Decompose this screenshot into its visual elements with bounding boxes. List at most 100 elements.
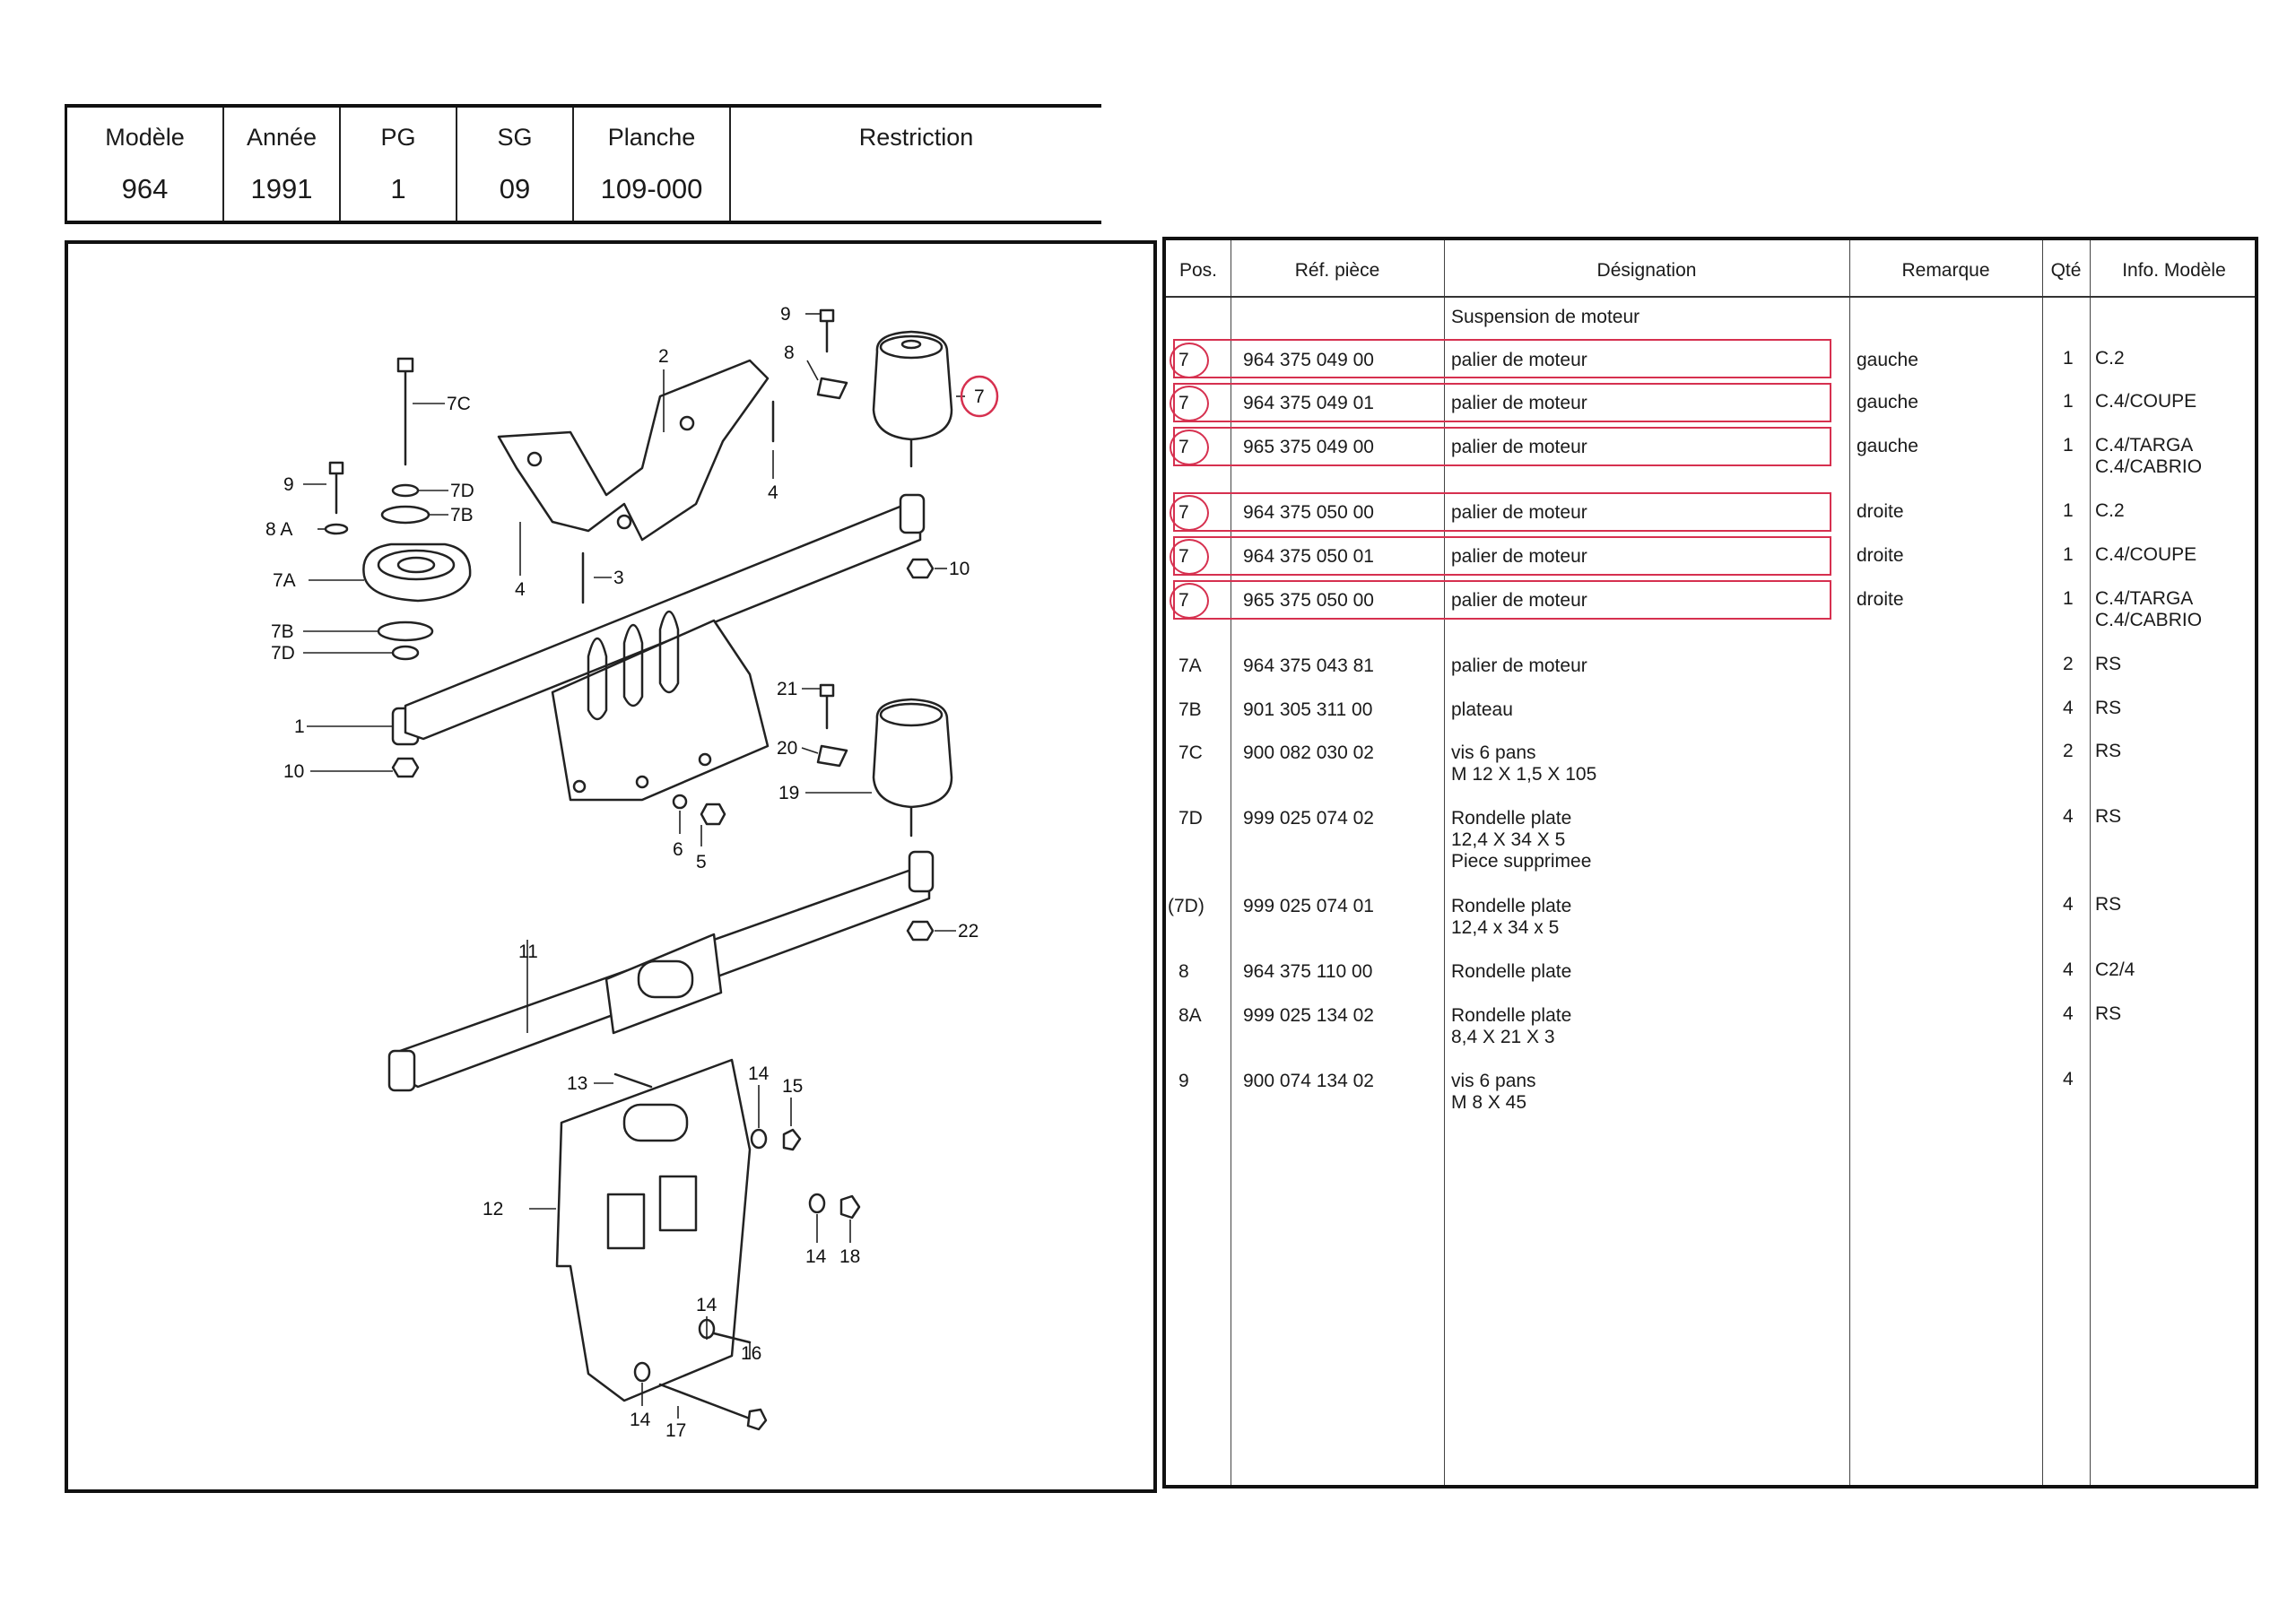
callout-label: 7B: [450, 505, 474, 525]
section-title: Suspension de moteur: [1451, 307, 1640, 327]
cell-designation: palier de moteur: [1451, 655, 1587, 676]
highlight-box-row: [1173, 339, 1831, 378]
cell-qte: 1: [2063, 588, 2074, 609]
header-value-sg: 09: [499, 173, 531, 204]
cell-designation: palier de moteur: [1451, 437, 1587, 457]
col-header-designation: Désignation: [1596, 260, 1697, 281]
col-header-remarque: Remarque: [1901, 260, 1990, 281]
cell-pos: 7C: [1178, 742, 1203, 763]
header-label-restriction: Restriction: [858, 124, 974, 151]
cell-ref: 964 375 049 01: [1243, 393, 1374, 413]
header-col-modele: Modèle 964: [67, 108, 224, 221]
cell-info: C.2: [2095, 500, 2125, 521]
cell-qte: 1: [2063, 391, 2074, 412]
callout-label: 7: [974, 386, 985, 407]
callout-label: 9: [780, 304, 791, 325]
parts-table: Pos. Réf. pièce Désignation Remarque Qté…: [1162, 237, 2258, 1488]
col-header-qte: Qté: [2050, 260, 2082, 281]
callout-label: 7A: [273, 570, 296, 591]
cell-designation: palier de moteur: [1451, 502, 1587, 523]
cell-qte: 1: [2063, 435, 2074, 456]
cell-qte: 1: [2063, 500, 2074, 521]
callout-label: 19: [778, 783, 799, 803]
cell-info: RS: [2095, 741, 2122, 761]
cell-info: C.4/COUPE: [2095, 391, 2197, 412]
callout-label: 1: [294, 716, 305, 737]
callout-label: 21: [777, 679, 797, 699]
cell-qte: 4: [2063, 894, 2074, 915]
cell-remarque: gauche: [1857, 392, 1918, 412]
diagram-drawing: 7C 9 7D 7B 8 A 7A 7B 7D 1 10 2 3 4 4 9 8…: [265, 304, 999, 1441]
callout-label: 14: [630, 1410, 651, 1430]
cell-info: RS: [2095, 806, 2122, 827]
header-label-sg: SG: [497, 124, 533, 151]
callout-label: 6: [673, 839, 683, 860]
header-label-annee: Année: [246, 124, 317, 151]
cell-pos: 8: [1178, 961, 1189, 982]
callout-label: 7B: [271, 621, 294, 642]
callout-label: 9: [283, 474, 294, 495]
highlight-box-row: [1173, 492, 1831, 532]
callout-label: 7D: [450, 481, 474, 501]
cell-designation: palier de moteur: [1451, 350, 1587, 370]
cell-ref: 900 074 134 02: [1243, 1071, 1374, 1091]
cell-designation: palier de moteur: [1451, 546, 1587, 567]
cell-designation: vis 6 pans M 12 X 1,5 X 105: [1451, 742, 1597, 785]
callout-label: 12: [483, 1199, 503, 1219]
callout-label: 17: [665, 1420, 686, 1441]
cell-ref: 901 305 311 00: [1243, 699, 1373, 720]
cell-pos: 7A: [1178, 655, 1202, 676]
cell-info: C.4/TARGA C.4/CABRIO: [2095, 435, 2203, 477]
cell-info: RS: [2095, 654, 2122, 674]
callout-label: 7C: [447, 394, 471, 414]
cell-qte: 1: [2063, 544, 2074, 565]
cell-ref: 965 375 050 00: [1243, 590, 1374, 611]
header-col-sg: SG 09: [457, 108, 574, 221]
cell-pos: (7D): [1168, 896, 1205, 916]
cell-ref: 999 025 074 01: [1243, 896, 1374, 916]
header-label-planche: Planche: [607, 124, 696, 151]
header-value-pg: 1: [390, 173, 406, 204]
callout-label: 14: [696, 1295, 718, 1315]
cell-qte: 2: [2063, 654, 2074, 674]
cell-info: C.4/TARGA C.4/CABRIO: [2095, 588, 2203, 630]
cell-info: RS: [2095, 894, 2122, 915]
cell-qte: 4: [2063, 959, 2074, 980]
callout-label: 2: [658, 346, 669, 367]
header-label-modele: Modèle: [105, 124, 185, 151]
callout-label: 16: [741, 1343, 761, 1364]
cell-designation: Rondelle plate 12,4 X 34 X 5 Piece suppr…: [1451, 808, 1592, 872]
cell-ref: 964 375 043 81: [1243, 655, 1374, 676]
cell-qte: 1: [2063, 348, 2074, 369]
cell-remarque: droite: [1857, 501, 1904, 522]
cell-info: C.4/COUPE: [2095, 544, 2197, 565]
callout-label: 10: [949, 559, 970, 579]
cell-remarque: droite: [1857, 545, 1904, 566]
cell-designation: vis 6 pans M 8 X 45: [1451, 1071, 1536, 1113]
col-header-info: Info. Modèle: [2122, 260, 2226, 281]
callout-label: 14: [805, 1246, 827, 1267]
cell-remarque: gauche: [1857, 436, 1918, 456]
cell-ref: 999 025 074 02: [1243, 808, 1374, 829]
col-header-pos: Pos.: [1178, 260, 1218, 281]
cell-ref: 999 025 134 02: [1243, 1005, 1374, 1026]
cell-designation: palier de moteur: [1451, 590, 1587, 611]
cell-ref: 964 375 049 00: [1243, 350, 1374, 370]
cell-pos: 8A: [1178, 1005, 1202, 1026]
cell-info: C2/4: [2095, 959, 2135, 980]
callout-label: 4: [515, 579, 526, 600]
callout-label: 10: [283, 761, 304, 782]
cell-remarque: gauche: [1857, 350, 1918, 370]
cell-designation: Rondelle plate 8,4 X 21 X 3: [1451, 1005, 1572, 1047]
callout-label: 8 A: [265, 519, 292, 540]
cell-pos: 7B: [1178, 699, 1202, 720]
exploded-parts-diagram: 7C 9 7D 7B 8 A 7A 7B 7D 1 10 2 3 4 4 9 8…: [65, 240, 1157, 1493]
header-col-annee: Année 1991: [224, 108, 341, 221]
callout-label: 7D: [271, 643, 295, 664]
callout-label: 20: [777, 738, 797, 759]
cell-designation: Rondelle plate 12,4 x 34 x 5: [1451, 896, 1572, 938]
cell-designation: palier de moteur: [1451, 393, 1587, 413]
cell-info: C.2: [2095, 348, 2125, 369]
header-value-annee: 1991: [250, 173, 313, 204]
cell-ref: 964 375 050 00: [1243, 502, 1374, 523]
